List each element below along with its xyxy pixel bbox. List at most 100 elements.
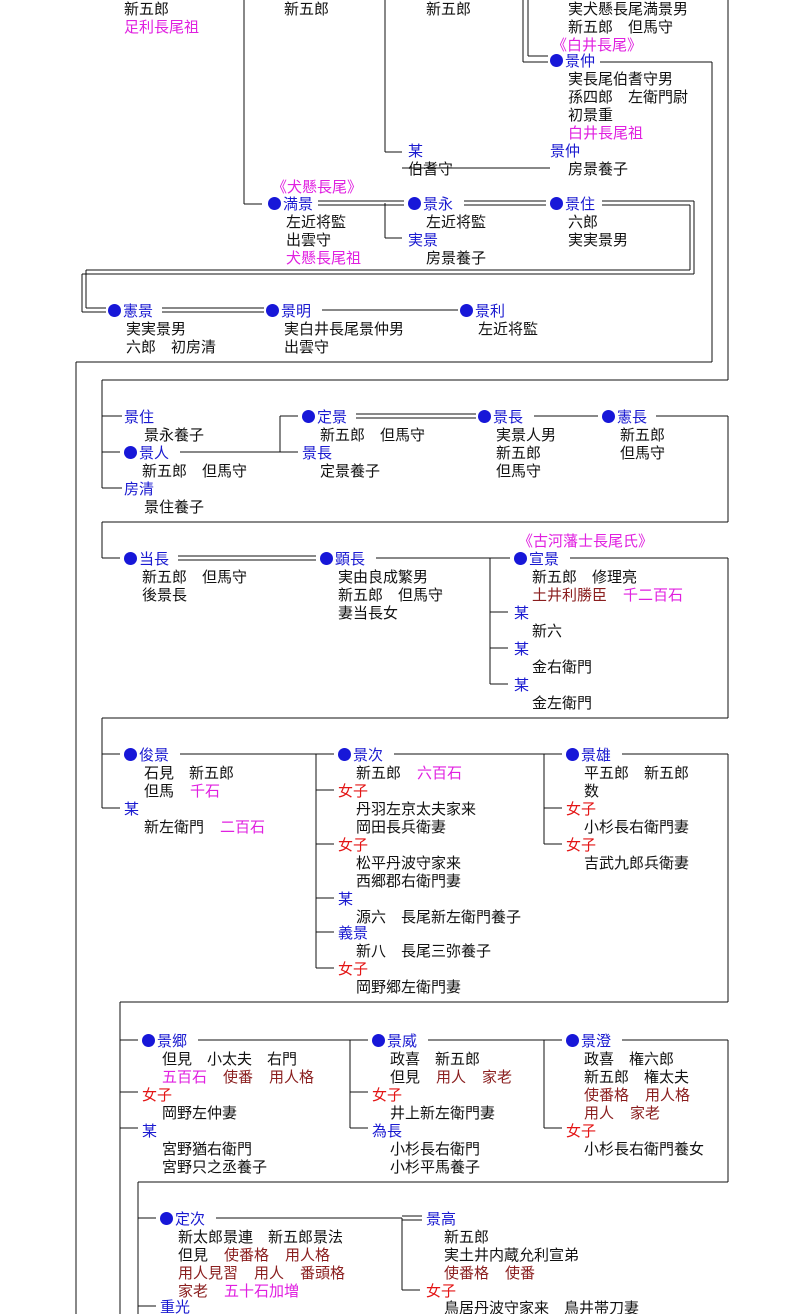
person-norikage[interactable]: 憲景 — [108, 302, 153, 320]
person-sanekage[interactable]: 実景 — [408, 231, 439, 249]
person-bou[interactable]: 某 — [142, 1122, 158, 1140]
person-daughter[interactable]: 女子 — [566, 1122, 597, 1140]
person-note: 但馬守 — [496, 462, 542, 480]
person-note: 小杉長右衛門妻 — [584, 818, 690, 836]
lineage-founder-note: 足利長尾祖 — [124, 18, 200, 36]
person-note: 新五郎 但馬守 — [142, 462, 248, 480]
person-bou[interactable]: 某 — [514, 604, 530, 622]
main-line-dot-icon — [550, 197, 563, 210]
person-note: 六郎 — [568, 213, 599, 231]
person-note: 政喜 権六郎 — [584, 1050, 675, 1068]
person-kagenaga-2[interactable]: 景長 — [302, 444, 333, 462]
person-akinaga[interactable]: 顕長 — [320, 550, 365, 568]
person-note: 小杉長右衛門養女 — [584, 1140, 705, 1158]
main-line-dot-icon — [566, 1034, 579, 1047]
person-masanaga[interactable]: 当長 — [124, 550, 169, 568]
person-note: 新五郎 権太夫 — [584, 1068, 690, 1086]
person-kagenaka[interactable]: 景仲 — [550, 52, 595, 70]
person-yoshikage[interactable]: 義景 — [338, 924, 369, 942]
person-note: 数 — [584, 782, 600, 800]
branch-label: 《犬懸長尾》 — [272, 178, 363, 196]
person-note: 丹羽左京太夫家来 — [356, 800, 477, 818]
person-kagenaka-2[interactable]: 景仲 — [550, 142, 581, 160]
main-line-dot-icon — [160, 1212, 173, 1225]
person-daughter[interactable]: 女子 — [426, 1282, 457, 1300]
branch-label: 《古河藩士長尾氏》 — [518, 532, 654, 550]
person-kagezumi[interactable]: 景住 — [550, 195, 595, 213]
main-line-dot-icon — [320, 552, 333, 565]
person-note: 左近将監 — [286, 213, 347, 231]
person-bou[interactable]: 某 — [338, 890, 354, 908]
person-note: 房景養子 — [426, 249, 487, 267]
main-line-dot-icon — [602, 410, 615, 423]
person-note: 伯耆守 — [408, 160, 454, 178]
main-line-dot-icon — [478, 410, 491, 423]
person-bou[interactable]: 某 — [408, 142, 424, 160]
person-kagenaga[interactable]: 景永 — [408, 195, 453, 213]
person-shigemitsu[interactable]: 重光 — [160, 1298, 191, 1314]
person-note: 土井利勝臣千二百石 — [532, 586, 684, 604]
person-note: 井上新左衛門妻 — [390, 1104, 496, 1122]
person-daughter[interactable]: 女子 — [338, 960, 369, 978]
main-line-dot-icon — [338, 748, 351, 761]
person-note: 但馬千石 — [144, 782, 221, 800]
person-note: 左近将監 — [426, 213, 487, 231]
person-note: 用人見習用人番頭格 — [178, 1264, 346, 1282]
person-bou[interactable]: 某 — [514, 676, 530, 694]
person-note: 新太郎景連 新五郎景法 — [178, 1228, 344, 1246]
person-note: 宮野只之丞養子 — [162, 1158, 268, 1176]
person-note: 但見使番格用人格 — [178, 1246, 331, 1264]
person-note: 新六 — [532, 622, 563, 640]
person-sadatsugu[interactable]: 定次 — [160, 1210, 205, 1228]
person-note: 六郎 初房清 — [126, 338, 217, 356]
person-tamenaga[interactable]: 為長 — [372, 1122, 403, 1140]
person-kagetsugu[interactable]: 景次 — [338, 746, 383, 764]
person-toshikage[interactable]: 俊景 — [124, 746, 169, 764]
person-daughter[interactable]: 女子 — [338, 782, 369, 800]
person-daughter[interactable]: 女子 — [338, 836, 369, 854]
person-note: 但見 小太夫 右門 — [162, 1050, 298, 1068]
person-daughter[interactable]: 女子 — [566, 800, 597, 818]
main-line-dot-icon — [372, 1034, 385, 1047]
person-note: 房景養子 — [568, 160, 629, 178]
person-note: 新五郎 — [444, 1228, 490, 1246]
main-line-dot-icon — [124, 446, 137, 459]
person-note: 妻当長女 — [338, 604, 399, 622]
person-note: 石見 新五郎 — [144, 764, 235, 782]
person-note: 新五郎六百石 — [356, 764, 463, 782]
person-note: 五百石使番用人格 — [162, 1068, 315, 1086]
person-note: 松平丹波守家来 — [356, 854, 462, 872]
person-bou[interactable]: 某 — [514, 640, 530, 658]
person-note: 新五郎 但馬守 — [320, 426, 426, 444]
person-note: 新五郎 但馬守 — [142, 568, 248, 586]
person-kagenaga-3[interactable]: 景長 — [478, 408, 523, 426]
person-nobukage[interactable]: 宣景 — [514, 550, 559, 568]
person-kagetaka[interactable]: 景高 — [426, 1210, 457, 1228]
person-kagetoshi[interactable]: 景利 — [460, 302, 505, 320]
person-kagesato[interactable]: 景郷 — [142, 1032, 187, 1050]
person-kageo[interactable]: 景雄 — [566, 746, 611, 764]
person-daughter[interactable]: 女子 — [372, 1086, 403, 1104]
person-kagezumi-2[interactable]: 景住 — [124, 408, 155, 426]
person-norinaga[interactable]: 憲長 — [602, 408, 647, 426]
person-mitsukage[interactable]: 満景 — [268, 195, 313, 213]
person-kageaki[interactable]: 景明 — [266, 302, 311, 320]
person-bou[interactable]: 某 — [124, 800, 140, 818]
person-note: 景住養子 — [144, 498, 205, 516]
person-note: 実由良成繁男 — [338, 568, 429, 586]
person-daughter[interactable]: 女子 — [142, 1086, 173, 1104]
person-kageo-2[interactable]: 景威 — [372, 1032, 417, 1050]
main-line-dot-icon — [566, 748, 579, 761]
person-note: 金左衛門 — [532, 694, 593, 712]
person-note: 実土井内蔵允利宣弟 — [444, 1246, 580, 1264]
person-note: 西郷郡右衛門妻 — [356, 872, 462, 890]
person-daughter[interactable]: 女子 — [566, 836, 597, 854]
person-note: 実実景男 — [568, 231, 629, 249]
person-fusakiyo[interactable]: 房清 — [124, 480, 155, 498]
main-line-dot-icon — [514, 552, 527, 565]
person-kagehito[interactable]: 景人 — [124, 444, 169, 462]
person-kagesumi[interactable]: 景澄 — [566, 1032, 611, 1050]
person-note: 新五郎 — [620, 426, 666, 444]
person-sadakage[interactable]: 定景 — [302, 408, 347, 426]
person-note: 出雲守 — [284, 338, 330, 356]
